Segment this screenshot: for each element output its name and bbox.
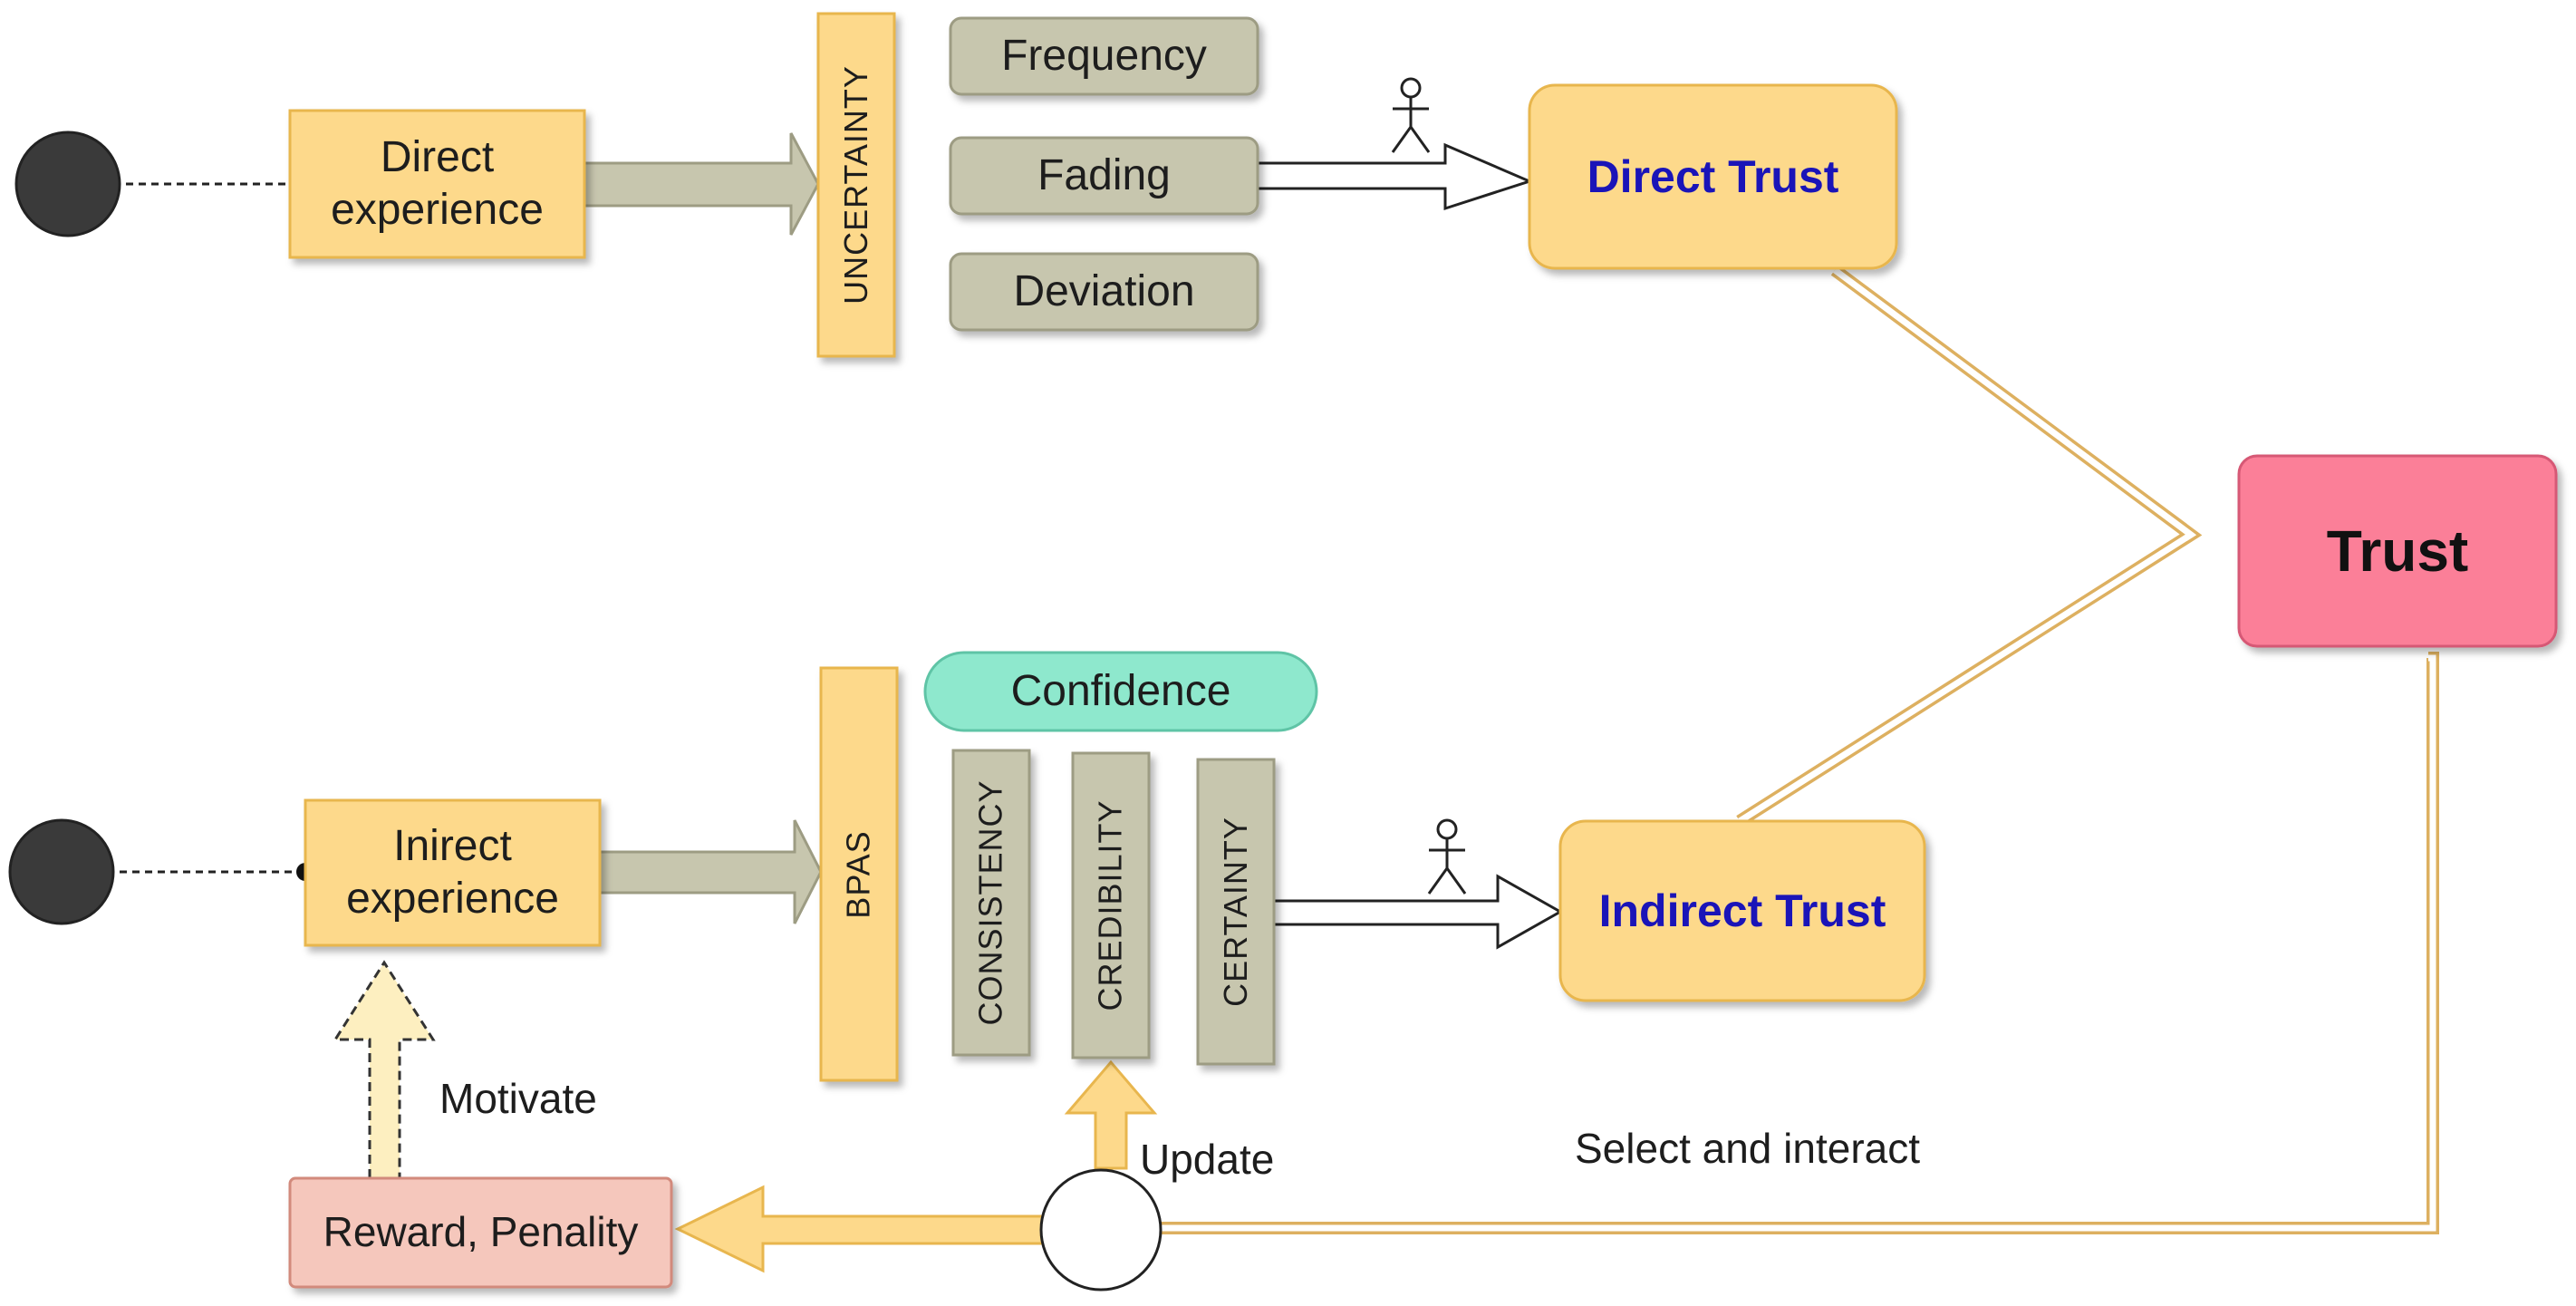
start-node-icon — [14, 131, 121, 237]
arrow-certainty-to-indirect-trust — [1272, 874, 1564, 950]
connectors — [100, 132, 2439, 1273]
arrow-fading-to-direct-trust — [1256, 142, 1534, 211]
arrow-direct-to-uncertainty — [583, 132, 820, 236]
direct-trust-box[interactable] — [1528, 83, 1898, 270]
select-and-interact-label: Select and interact — [1575, 1125, 1921, 1172]
actor-icon — [1391, 77, 1431, 153]
confidence-pill[interactable] — [923, 651, 1318, 732]
trust-box[interactable] — [2237, 454, 2558, 648]
frequency-box[interactable] — [949, 16, 1259, 96]
arrow-motivate — [333, 960, 436, 1180]
arrow-update-to-credibility — [1064, 1059, 1158, 1170]
motivate-label: Motivate — [439, 1075, 597, 1122]
direct-experience-box[interactable] — [288, 109, 586, 259]
uncertainty-box[interactable] — [816, 12, 896, 358]
certainty-box[interactable] — [1196, 758, 1276, 1066]
reward-penalty-box[interactable] — [288, 1176, 673, 1289]
junction-node-icon[interactable] — [1039, 1168, 1163, 1291]
deviation-box[interactable] — [949, 252, 1259, 332]
arrow-junction-to-reward — [674, 1185, 1047, 1273]
start-node-icon — [8, 818, 115, 925]
indirect-trust-box[interactable] — [1558, 819, 1926, 1002]
bpas-box[interactable] — [819, 666, 899, 1082]
consistency-box[interactable] — [951, 749, 1031, 1057]
indirect-experience-box[interactable] — [304, 798, 602, 947]
fading-box[interactable] — [949, 136, 1259, 216]
link-trust-to-junction — [1160, 652, 2439, 1234]
actor-icon — [1427, 818, 1467, 895]
credibility-box[interactable] — [1071, 751, 1151, 1059]
update-label: Update — [1140, 1136, 1275, 1183]
arrow-indirect-to-bpas — [598, 819, 823, 924]
link-direct-trust-to-trust — [1736, 265, 2203, 827]
